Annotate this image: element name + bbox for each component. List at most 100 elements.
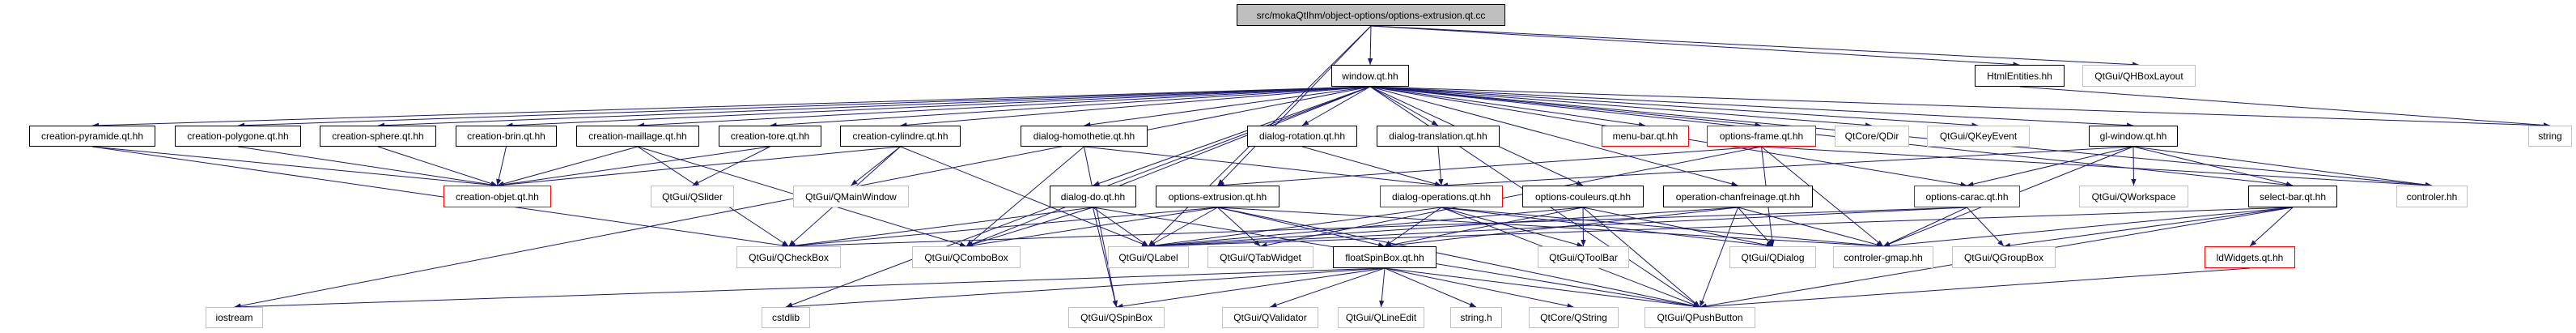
node-homothetie[interactable]: dialog-homothetie.qt.hh bbox=[1021, 126, 1148, 147]
edge-floatspinbox-to-qvalidator bbox=[1270, 267, 1386, 308]
node-tore[interactable]: creation-tore.qt.hh bbox=[719, 126, 821, 147]
node-qlineedit[interactable]: QtGui/QLineEdit bbox=[1338, 307, 1424, 328]
node-qslider[interactable]: QtGui/QSlider bbox=[651, 186, 734, 207]
edge-optext-to-qlabel bbox=[1148, 207, 1218, 247]
edge-glwindow-to-controler bbox=[2133, 146, 2433, 188]
node-qdialog[interactable]: QtGui/QDialog bbox=[1729, 246, 1816, 268]
edge-ldwidgets-to-qpushbutton bbox=[1700, 267, 2251, 310]
edge-optcouleurs-to-qdialog bbox=[1582, 207, 1773, 248]
edge-optcarac-to-qcheckbox bbox=[788, 207, 1967, 249]
edge-floatspinbox-to-cstdlib bbox=[785, 267, 1386, 310]
node-qvalidator[interactable]: QtGui/QValidator bbox=[1222, 307, 1318, 328]
node-qtoolbar[interactable]: QtGui/QToolBar bbox=[1538, 246, 1629, 268]
node-optcouleurs[interactable]: options-couleurs.qt.hh bbox=[1522, 186, 1644, 207]
edge-window-to-sphere bbox=[377, 86, 1371, 128]
node-cylindre[interactable]: creation-cylindre.qt.hh bbox=[840, 126, 961, 147]
edge-window-to-menubar bbox=[1369, 86, 1646, 128]
node-brin[interactable]: creation-brin.qt.hh bbox=[456, 126, 557, 147]
node-pyramide[interactable]: creation-pyramide.qt.hh bbox=[29, 126, 155, 147]
edge-tore-to-qslider bbox=[692, 146, 770, 186]
edge-translation-to-dialogops bbox=[1437, 146, 1444, 186]
edge-root-to-window bbox=[1367, 25, 1373, 66]
node-menubar[interactable]: menu-bar.qt.hh bbox=[1602, 126, 1689, 147]
node-chanfreinage[interactable]: operation-chanfreinage.qt.hh bbox=[1663, 186, 1813, 207]
edge-homothetie-to-dialogops bbox=[1084, 146, 1442, 188]
node-htmlentities[interactable]: HtmlEntities.hh bbox=[1975, 65, 2065, 87]
edge-floatspinbox-to-stringh bbox=[1384, 267, 1477, 308]
node-qspinbox[interactable]: QtGui/QSpinBox bbox=[1068, 307, 1165, 328]
node-glwindow[interactable]: gl-window.qt.hh bbox=[2089, 126, 2178, 147]
edge-window-to-homothetie bbox=[1084, 86, 1371, 128]
node-qcheckbox[interactable]: QtGui/QCheckBox bbox=[736, 246, 841, 268]
node-window[interactable]: window.qt.hh bbox=[1331, 65, 1409, 87]
node-root[interactable]: src/mokaQtIhm/object-options/options-ext… bbox=[1237, 4, 1505, 26]
node-qstring[interactable]: QtCore/QString bbox=[1529, 307, 1619, 328]
edge-selectbar-to-ctrlgmap bbox=[1882, 207, 2294, 249]
node-selectbar[interactable]: select-bar.qt.hh bbox=[2248, 186, 2337, 207]
node-qpushbutton[interactable]: QtGui/QPushButton bbox=[1644, 307, 1755, 328]
edge-window-to-brin bbox=[506, 86, 1371, 128]
edge-window-to-selectbar bbox=[1369, 86, 2294, 188]
edge-dialogops-to-qdialog bbox=[1441, 207, 1773, 249]
edge-rotation-to-dialogops bbox=[1301, 146, 1442, 186]
node-dialogops[interactable]: dialog-operations.qt.hh bbox=[1380, 186, 1503, 207]
node-polygone[interactable]: creation-polygone.qt.hh bbox=[175, 126, 301, 147]
node-qtabwidget[interactable]: QtGui/QTabWidget bbox=[1207, 246, 1313, 268]
node-dialogdo[interactable]: dialog-do.qt.hh bbox=[1050, 186, 1136, 207]
edge-optframe-to-controler bbox=[1761, 146, 2433, 188]
node-qworkspace[interactable]: QtGui/QWorkspace bbox=[2079, 186, 2188, 207]
edge-chanfreinage-to-ctrlgmap bbox=[1738, 207, 1884, 248]
node-controler[interactable]: controler.hh bbox=[2396, 186, 2468, 207]
edge-selectbar-to-qgroupbox bbox=[2003, 207, 2294, 249]
edge-sphere-to-creaobjet bbox=[377, 146, 498, 186]
node-rotation[interactable]: dialog-rotation.qt.hh bbox=[1247, 126, 1357, 147]
edge-window-to-qcombobox bbox=[965, 86, 1371, 247]
edge-dialogops-to-qlabel bbox=[1148, 207, 1442, 249]
node-qmainwindow[interactable]: QtGui/QMainWindow bbox=[793, 186, 909, 207]
edge-root-to-qhboxlayout bbox=[1370, 25, 2140, 67]
node-string[interactable]: string bbox=[2528, 126, 2572, 147]
edge-root-to-htmlentities bbox=[1370, 25, 2020, 67]
node-iostream[interactable]: iostream bbox=[206, 307, 263, 328]
node-ldwidgets[interactable]: ldWidgets.qt.hh bbox=[2205, 246, 2295, 268]
edge-window-to-qkeyevent bbox=[1369, 86, 1979, 128]
node-optext[interactable]: options-extrusion.qt.hh bbox=[1156, 186, 1280, 207]
node-cstdlib[interactable]: cstdlib bbox=[762, 307, 810, 328]
edge-window-to-glwindow bbox=[1369, 86, 2134, 128]
edge-optcouleurs-to-floatspinbox bbox=[1384, 207, 1584, 248]
edge-glwindow-to-qworkspace bbox=[2131, 146, 2137, 186]
edge-glwindow-to-selectbar bbox=[2133, 146, 2294, 187]
node-sphere[interactable]: creation-sphere.qt.hh bbox=[320, 126, 436, 147]
node-qhboxlayout[interactable]: QtGui/QHBoxLayout bbox=[2082, 65, 2196, 87]
edge-dialogops-to-qtoolbar bbox=[1441, 207, 1584, 247]
node-qgroupbox[interactable]: QtGui/QGroupBox bbox=[1952, 246, 2056, 268]
edge-optext-to-qcheckbox bbox=[788, 207, 1218, 249]
node-stringh[interactable]: string.h bbox=[1450, 307, 1502, 328]
edge-homothetie-to-qcombobox bbox=[965, 146, 1084, 247]
edge-dialogdo-to-qlabel bbox=[1093, 207, 1149, 247]
node-qcombobox[interactable]: QtGui/QComboBox bbox=[912, 246, 1021, 268]
node-optframe[interactable]: options-frame.qt.hh bbox=[1707, 126, 1816, 147]
node-floatspinbox[interactable]: floatSpinBox.qt.hh bbox=[1333, 246, 1437, 268]
edge-window-to-tore bbox=[770, 86, 1371, 128]
node-qlabel[interactable]: QtGui/QLabel bbox=[1108, 246, 1189, 268]
node-maillage[interactable]: creation-maillage.qt.hh bbox=[576, 126, 699, 147]
node-creaobjet[interactable]: creation-objet.qt.hh bbox=[443, 186, 551, 207]
edge-window-to-polygone bbox=[237, 86, 1371, 128]
edge-window-to-rotation bbox=[1301, 86, 1371, 126]
edge-selectbar-to-qlabel bbox=[1148, 207, 2294, 249]
edge-polygone-to-creaobjet bbox=[237, 146, 498, 187]
edge-cylindre-to-creaobjet bbox=[497, 146, 901, 188]
node-translation[interactable]: dialog-translation.qt.hh bbox=[1377, 126, 1500, 147]
node-optcarac[interactable]: options-carac.qt.hh bbox=[1914, 186, 2020, 207]
edge-floatspinbox-to-iostream bbox=[234, 267, 1386, 310]
edge-optframe-to-optext bbox=[1217, 146, 1762, 188]
node-qdir[interactable]: QtCore/QDir bbox=[1835, 126, 1909, 147]
node-ctrlgmap[interactable]: controler-gmap.hh bbox=[1833, 246, 1933, 268]
node-qkeyevent[interactable]: QtGui/QKeyEvent bbox=[1927, 126, 2030, 147]
edge-cylindre-to-qmainwindow bbox=[851, 146, 901, 186]
edge-optext-to-qpushbutton bbox=[1217, 207, 1700, 309]
edge-maillage-to-creaobjet bbox=[497, 146, 639, 186]
